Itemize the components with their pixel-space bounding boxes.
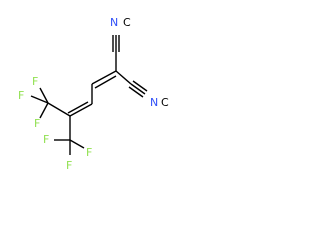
atom-f5: F <box>66 159 72 172</box>
atom-c-upper: C <box>123 16 131 29</box>
bond-c1-c3-double-a <box>91 70 117 85</box>
atom-c-lower: C <box>161 96 169 109</box>
bond-c4-c5-double-b <box>67 101 89 114</box>
triple-bond-lower-3 <box>128 86 144 98</box>
bond-c1-nitrile-lower <box>115 70 132 85</box>
molecule-structure: N C N C F F F F F F <box>18 16 169 172</box>
bond-cf3-upper-f3 <box>39 102 49 119</box>
bond-skeleton <box>30 52 132 155</box>
atom-f3: F <box>34 117 40 130</box>
bond-cf3-upper-f2 <box>30 95 49 104</box>
triple-bond-lower-1 <box>130 83 146 95</box>
bond-cf3-lower-f6 <box>69 139 85 149</box>
triple-bond-lower-2 <box>132 80 148 92</box>
atom-n-lower: N <box>150 96 158 109</box>
bond-c5-cf3-upper <box>47 102 71 117</box>
bond-cf3-upper-f1 <box>39 87 49 104</box>
atom-f6: F <box>86 146 92 159</box>
nitrile-lower <box>128 80 148 98</box>
atom-f4: F <box>43 133 49 146</box>
atom-n-upper: N <box>110 16 118 29</box>
atom-labels: N C N C F F F F F F <box>18 16 169 172</box>
atom-f2: F <box>18 89 24 102</box>
bond-c4-c5-double-a <box>69 103 93 117</box>
atom-f1: F <box>32 75 38 88</box>
nitrile-upper <box>112 35 120 52</box>
bond-c1-c3-double-b <box>94 75 117 89</box>
